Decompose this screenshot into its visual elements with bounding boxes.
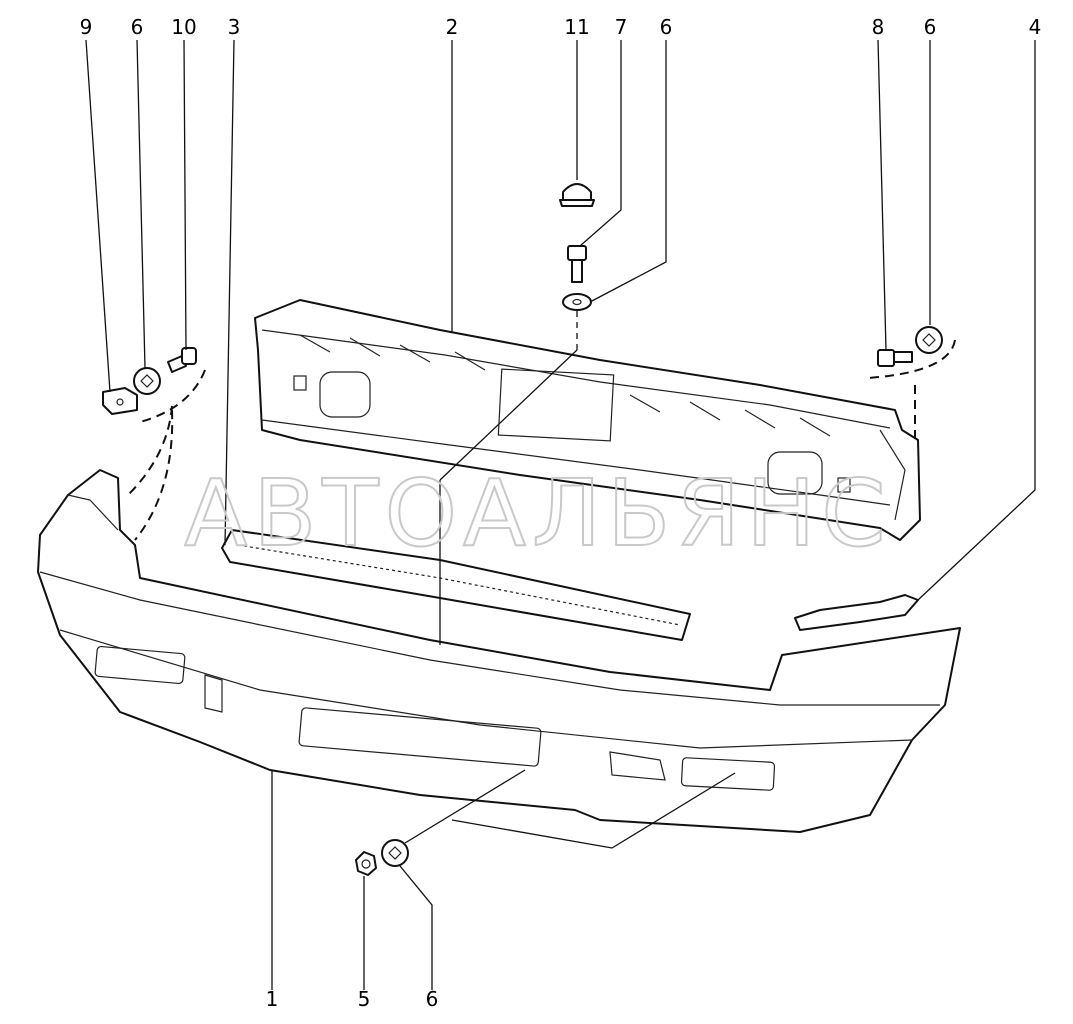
callout-6: 6 [131, 15, 144, 39]
washer-right [915, 326, 943, 354]
callout-6: 6 [924, 15, 937, 39]
callout-1: 1 [266, 987, 279, 1011]
assembly-paths [127, 310, 956, 645]
callout-3: 3 [228, 15, 241, 39]
washer-center [562, 293, 592, 311]
cap [559, 183, 595, 207]
washer-bottom [381, 839, 409, 867]
callout-2: 2 [446, 15, 459, 39]
bumper-reinforcement-beam [254, 299, 921, 541]
callout-6: 6 [660, 15, 673, 39]
bolt-center [567, 245, 587, 283]
callout-8: 8 [872, 15, 885, 39]
callout-9: 9 [80, 15, 93, 39]
bolt-right [877, 349, 913, 367]
nut [355, 851, 377, 876]
bumper-cover [37, 469, 961, 833]
callout-4: 4 [1029, 15, 1042, 39]
callout-labels: 9 6 10 3 2 11 7 6 8 6 4 1 5 6 [80, 15, 1042, 1011]
callout-5: 5 [358, 987, 371, 1011]
clip [102, 387, 138, 415]
callout-6: 6 [426, 987, 439, 1011]
bolt-left [167, 347, 197, 373]
callout-10: 10 [171, 15, 196, 39]
washer-left [133, 367, 161, 395]
leader-lines [85, 39, 1036, 990]
side-bracket [794, 594, 919, 631]
callout-11: 11 [564, 15, 589, 39]
watermark-text: АВТОАЛЬЯНС [184, 460, 891, 567]
callout-7: 7 [615, 15, 628, 39]
